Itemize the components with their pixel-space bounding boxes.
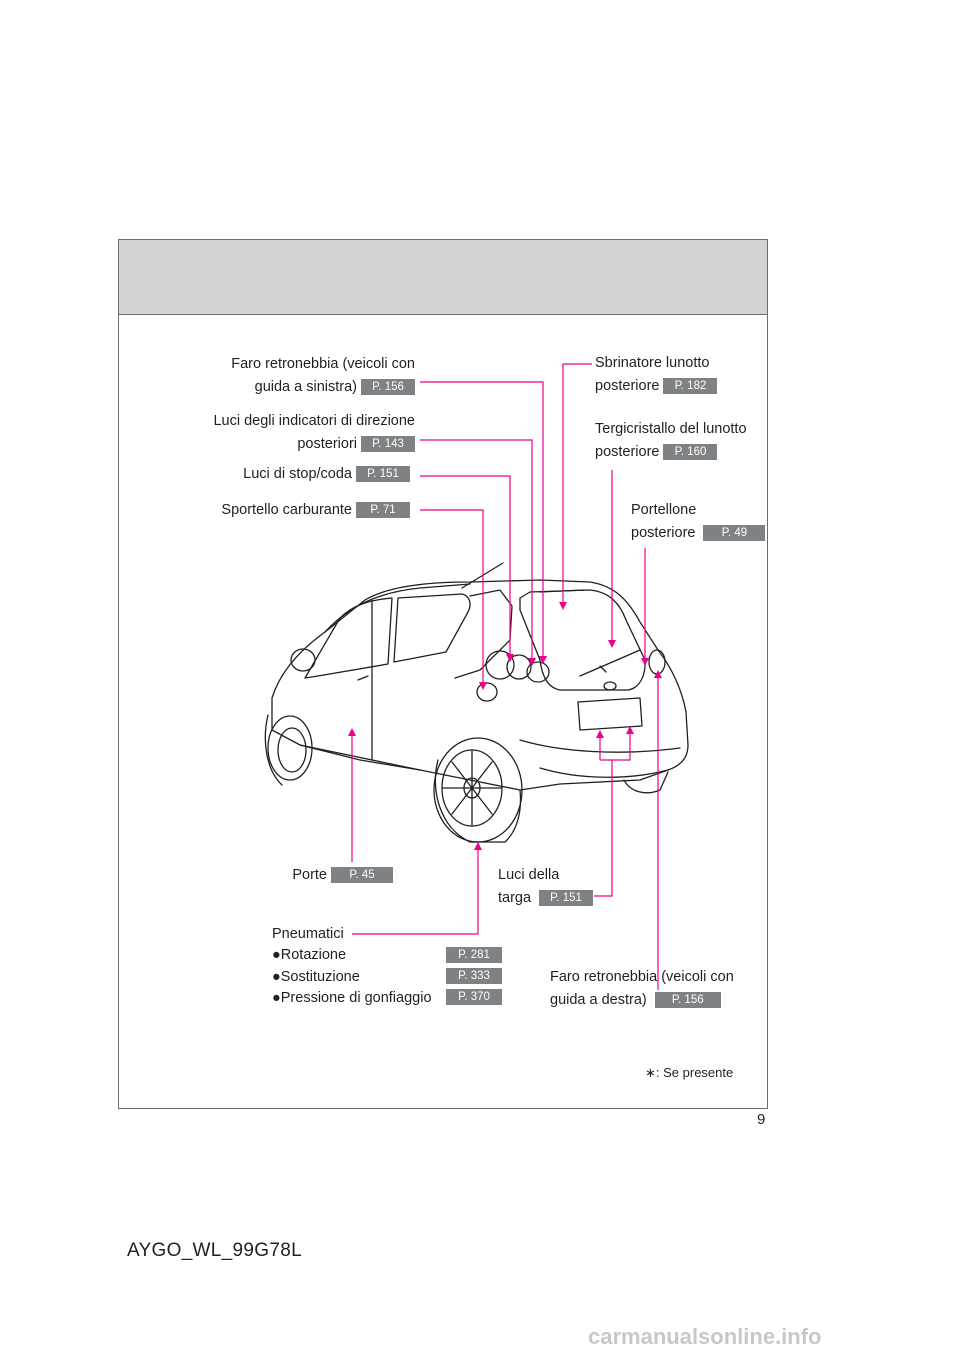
- ref-doors[interactable]: P. 45: [331, 867, 393, 883]
- label-tailgate: Portellone posteriore P. 49: [631, 499, 766, 545]
- footnote-symbol: ∗: [645, 1065, 656, 1080]
- ref-tires-pressure[interactable]: P. 370: [446, 989, 502, 1005]
- footnote-text: : Se presente: [655, 1065, 734, 1080]
- label-defogger-line2: posteriore: [595, 378, 660, 394]
- label-tailgate-line2: posteriore: [631, 525, 696, 541]
- tires-item-pressure: ●Pressione di gonfiaggio: [272, 987, 432, 1010]
- ref-tires-rotation[interactable]: P. 281: [446, 947, 502, 963]
- label-fuel-door-text: Sportello carburante: [221, 502, 352, 518]
- footnote: ∗: Se presente: [645, 1061, 733, 1084]
- label-defogger-line1: Sbrinatore lunotto: [595, 355, 710, 371]
- label-turn-rear: Luci degli indicatori di direzione poste…: [213, 410, 415, 456]
- label-fog-left-line1: Faro retronebbia (veicoli con: [231, 356, 415, 372]
- ref-tailgate[interactable]: P. 49: [703, 525, 766, 541]
- label-tailgate-line1: Portellone: [631, 502, 697, 518]
- tires-item-replacement: ●Sostituzione: [272, 966, 360, 989]
- ref-fog-left[interactable]: P. 156: [361, 379, 415, 395]
- bullet-icon: ●: [272, 969, 281, 985]
- label-plate-line2: targa: [498, 890, 532, 906]
- label-plate-line1: Luci della: [498, 867, 560, 883]
- ref-turn-rear[interactable]: P. 143: [361, 436, 415, 452]
- label-fog-right: Faro retronebbia (veicoli con guida a de…: [550, 966, 734, 1012]
- label-turn-rear-line1: Luci degli indicatori di direzione: [213, 413, 415, 429]
- page-number: 9: [757, 1111, 766, 1128]
- label-plate: Luci della targa P. 151: [498, 864, 594, 910]
- label-tires-title: Pneumatici: [272, 926, 344, 942]
- panel-header-band: [119, 240, 767, 315]
- ref-fuel-door[interactable]: P. 71: [356, 502, 410, 518]
- label-wiper-line1: Tergicristallo del lunotto: [595, 421, 747, 437]
- bullet-icon: ●: [272, 947, 281, 963]
- label-wiper-line2: posteriore: [595, 444, 660, 460]
- label-fog-left-line2: guida a sinistra): [254, 379, 357, 395]
- ref-wiper[interactable]: P. 160: [663, 444, 718, 460]
- label-stop-tail-text: Luci di stop/coda: [243, 466, 352, 482]
- tires-item-rotation: ●Rotazione: [272, 944, 346, 967]
- bullet-icon: ●: [272, 990, 281, 1006]
- tires-item-label: Rotazione: [280, 947, 347, 963]
- ref-stop-tail[interactable]: P. 151: [356, 466, 410, 482]
- label-fog-right-line1: Faro retronebbia (veicoli con: [550, 969, 734, 985]
- ref-tires-replacement[interactable]: P. 333: [446, 968, 502, 984]
- watermark: carmanualsonline.info: [588, 1324, 822, 1349]
- tires-item-label: Pressione di gonfiaggio: [280, 990, 432, 1006]
- ref-defogger[interactable]: P. 182: [663, 378, 718, 394]
- ref-plate[interactable]: P. 151: [539, 890, 594, 906]
- label-fog-right-line2: guida a destra): [550, 992, 647, 1008]
- label-fog-left: Faro retronebbia (veicoli con guida a si…: [231, 353, 415, 399]
- label-doors-text: Porte: [292, 867, 327, 883]
- document-code: AYGO_WL_99G78L: [127, 1240, 302, 1261]
- tires-item-label: Sostituzione: [280, 969, 360, 985]
- label-turn-rear-line2: posteriori: [297, 436, 357, 452]
- ref-fog-right[interactable]: P. 156: [654, 992, 721, 1008]
